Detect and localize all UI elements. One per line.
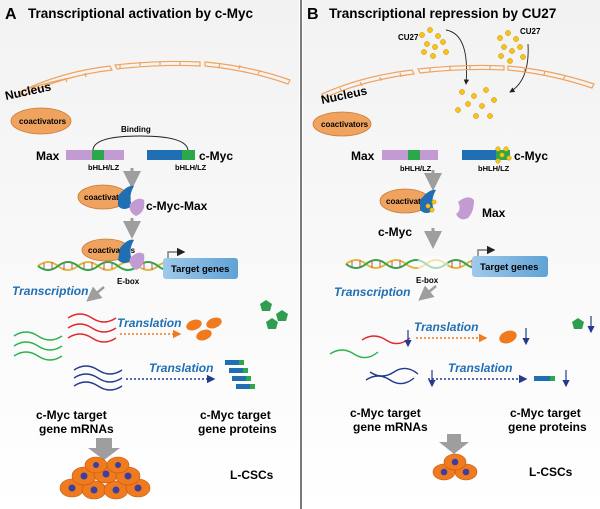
cu27-dots-nucleus [455,87,497,119]
translation-label-a2: Translation [149,361,213,375]
cmyc-label-b: c-Myc [514,149,548,163]
mrna-label-a1: c-Myc target [36,408,107,422]
target-genes-box [163,258,238,279]
coactivators-oval [10,107,72,135]
cu27-arrow-right [509,43,529,93]
max-label-b: Max [351,149,375,163]
mrna-navy-b2 [369,367,419,377]
bound-coactivators-label: coactivators [88,246,136,255]
free-max-label: Max [482,206,506,220]
pentagon-green-b [572,318,584,329]
max-bhlh-domain-b [408,150,420,160]
complex-max-shape [129,198,145,216]
cu27-on-complex [425,199,437,213]
coactivators-label: coactivators [19,117,67,126]
cu27-label-left: CU27 [398,33,419,42]
complex-myc-shape-b [420,189,436,213]
cu27-on-cmyc [495,146,512,164]
nuclear-membrane-b [321,64,595,99]
panel-a-letter: A [5,6,17,23]
protein-label-b2: gene proteins [508,420,587,434]
bound-myc-shape [118,239,134,263]
max-label: Max [36,149,60,163]
protein-bar-b-tip [550,376,555,381]
complex-label: c-Myc-Max [146,199,208,213]
max-bhlh-label-b: bHLH/LZ [400,164,432,173]
cells-down-arrow-b [439,434,469,454]
panel-a: A Transcriptional activation by c-Myc Nu… [4,6,291,500]
protein-orange-2 [206,317,222,329]
panel-b-background [303,0,600,509]
mrna-label-b2: gene mRNAs [353,420,428,434]
protein-orange-3 [196,329,212,341]
complex-myc-shape [118,185,134,209]
complex-coactivators-label: coactivators [84,193,132,202]
target-genes-label-b: Target genes [480,262,538,273]
target-genes-label: Target genes [171,264,229,275]
mrna-label-a2: gene mRNAs [39,422,114,436]
translation-label-b2: Translation [448,361,512,375]
mrna-red-a [67,313,117,343]
transcription-label-b: Transcription [334,285,410,299]
max-bhlh-domain [92,150,104,160]
cmyc-bhlh-label-b: bHLH/LZ [478,164,510,173]
target-genes-box-b [472,256,548,277]
dna-helix-a [37,261,179,271]
protein-orange-1 [186,319,202,331]
cmyc-domain-bar-b [462,150,510,160]
panel-b: B Transcriptional repression by CU27 CU2… [307,6,595,481]
cells-label-b: L-CSCs [529,465,573,479]
panel-b-title: Transcriptional repression by CU27 [329,6,556,21]
free-max-shape [456,197,474,220]
protein-label-a1: c-Myc target [200,408,271,422]
transcription-arrow-a [86,286,105,302]
translation-label-a1: Translation [117,316,181,330]
transcription-arrow-b [418,285,437,301]
cells-down-arrow-a [88,438,120,460]
pentagon-green-1 [260,300,272,311]
mrna-green-a [13,331,63,361]
cu27-dots-left [419,27,449,59]
cu27-dots-right [497,30,526,64]
binding-bracket [92,135,189,151]
panel-a-title: Transcriptional activation by c-Myc [28,6,254,21]
nuclear-membrane-a [19,60,291,97]
ebox-label-b: E-box [416,276,439,285]
mrna-label-b1: c-Myc target [350,406,421,420]
pentagon-green-2 [276,310,288,321]
ebox-label: E-box [117,277,140,286]
mrna-red-b [361,335,411,345]
max-bhlh-label: bHLH/LZ [88,163,120,172]
cmyc-bhlh-domain [182,150,195,160]
mrna-navy-a [73,365,123,391]
protein-bars-a [225,360,255,389]
cmyc-domain-bar [147,150,195,160]
cmyc-bhlh-label: bHLH/LZ [175,163,207,172]
protein-label-a2: gene proteins [198,422,277,436]
protein-label-b1: c-Myc target [510,406,581,420]
cu27-arrow-left [445,29,470,85]
cell-cluster-a [59,456,151,500]
protein-orange-b [499,330,517,344]
bound-max-shape [129,252,145,270]
cmyc-label: c-Myc [199,149,233,163]
complex-coactivators-label-b: coactivators [386,197,434,206]
cell-cluster-b [432,453,478,481]
translation-label-b1: Translation [414,320,478,334]
pentagon-green-3 [266,318,278,329]
protein-bar-b [534,376,550,381]
dna-helix-b [345,256,487,272]
mrna-green-b [329,349,379,359]
cu27-label-right: CU27 [520,27,541,36]
mrna-navy-b1 [365,375,415,385]
cells-label-a: L-CSCs [230,468,274,482]
binding-label: Binding [121,125,151,134]
panel-b-letter: B [307,6,319,23]
bound-cmyc-label: c-Myc [378,225,412,239]
coactivators-oval-b [312,111,372,137]
coactivators-label-b: coactivators [321,120,369,129]
transcription-label-a: Transcription [12,284,88,298]
